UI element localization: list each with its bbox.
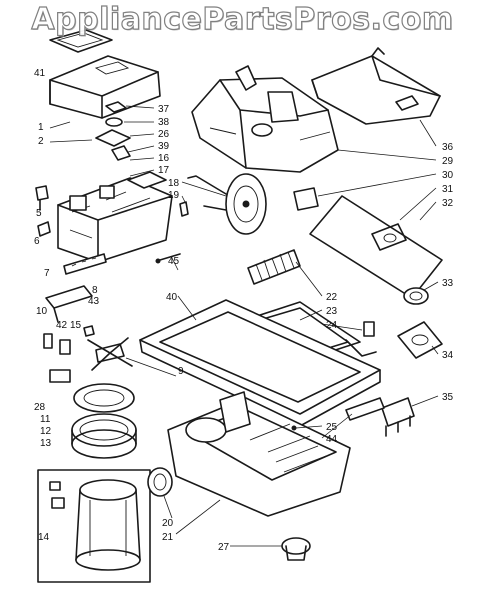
callout-8: 8 bbox=[92, 285, 98, 296]
callout-24: 24 bbox=[326, 320, 338, 331]
part-wheel bbox=[147, 467, 173, 497]
callout-41: 41 bbox=[34, 68, 46, 79]
part-bag-panel bbox=[309, 195, 443, 299]
callout-42: 42 bbox=[56, 320, 68, 331]
part-cord-reel bbox=[179, 173, 267, 235]
callout-35: 35 bbox=[442, 392, 454, 403]
callout-33: 33 bbox=[442, 278, 454, 289]
callout-30: 30 bbox=[442, 170, 454, 181]
callout-38: 38 bbox=[158, 117, 170, 128]
callout-37: 37 bbox=[158, 104, 170, 115]
part-caster bbox=[281, 537, 311, 561]
callout-14: 14 bbox=[38, 532, 50, 543]
callout-26: 26 bbox=[158, 129, 170, 140]
part-clip bbox=[35, 185, 51, 237]
part-tube bbox=[345, 321, 377, 357]
part-rings bbox=[49, 369, 137, 459]
callout-9: 9 bbox=[178, 366, 184, 377]
callout-44: 44 bbox=[326, 434, 338, 445]
callout-19: 19 bbox=[168, 190, 180, 201]
callout-5: 5 bbox=[36, 208, 42, 219]
part-right-cover bbox=[311, 47, 441, 125]
leader-lines bbox=[49, 105, 439, 547]
callout-36: 36 bbox=[442, 142, 454, 153]
part-left-chassis bbox=[57, 171, 173, 275]
part-handle-housing bbox=[191, 65, 339, 173]
part-side-bracket bbox=[381, 397, 415, 437]
callout-labels: 41 1 2 37 38 26 39 16 17 18 19 5 6 7 8 4… bbox=[34, 68, 454, 553]
callout-10: 10 bbox=[36, 306, 48, 317]
part-screw bbox=[155, 253, 181, 264]
callout-6: 6 bbox=[34, 236, 40, 247]
callout-34: 34 bbox=[442, 350, 454, 361]
callout-16: 16 bbox=[158, 153, 170, 164]
callout-22: 22 bbox=[326, 292, 338, 303]
callout-43: 43 bbox=[88, 296, 100, 307]
part-fan bbox=[87, 337, 133, 371]
callout-15: 15 bbox=[70, 320, 82, 331]
part-grille bbox=[247, 249, 301, 285]
part-top-cover bbox=[49, 29, 161, 119]
callout-27: 27 bbox=[218, 542, 230, 553]
callout-13: 13 bbox=[40, 438, 52, 449]
callout-20: 20 bbox=[162, 518, 174, 529]
callout-23: 23 bbox=[326, 306, 338, 317]
callout-29: 29 bbox=[442, 156, 454, 167]
part-motor bbox=[37, 469, 151, 583]
callout-39: 39 bbox=[158, 141, 170, 152]
callout-28: 28 bbox=[34, 402, 46, 413]
part-switch-stack bbox=[95, 101, 131, 161]
part-clip-plate bbox=[293, 187, 319, 211]
callout-31: 31 bbox=[442, 184, 454, 195]
callout-21: 21 bbox=[162, 532, 174, 543]
callout-40: 40 bbox=[166, 292, 178, 303]
callout-18: 18 bbox=[168, 178, 180, 189]
part-latch bbox=[345, 397, 385, 421]
callout-12: 12 bbox=[40, 426, 52, 437]
callout-17: 17 bbox=[158, 165, 170, 176]
callout-45: 45 bbox=[168, 256, 180, 267]
part-switch-bracket bbox=[43, 285, 95, 355]
callout-7: 7 bbox=[44, 268, 50, 279]
callout-25: 25 bbox=[326, 422, 338, 433]
callout-11: 11 bbox=[40, 414, 51, 425]
site-watermark: AppliancePartsPros.com bbox=[31, 1, 454, 37]
callout-32: 32 bbox=[442, 198, 454, 209]
part-base-bottom bbox=[167, 391, 351, 517]
part-bag-collar bbox=[397, 287, 443, 359]
callout-2: 2 bbox=[38, 136, 44, 147]
callout-1: 1 bbox=[38, 122, 44, 133]
